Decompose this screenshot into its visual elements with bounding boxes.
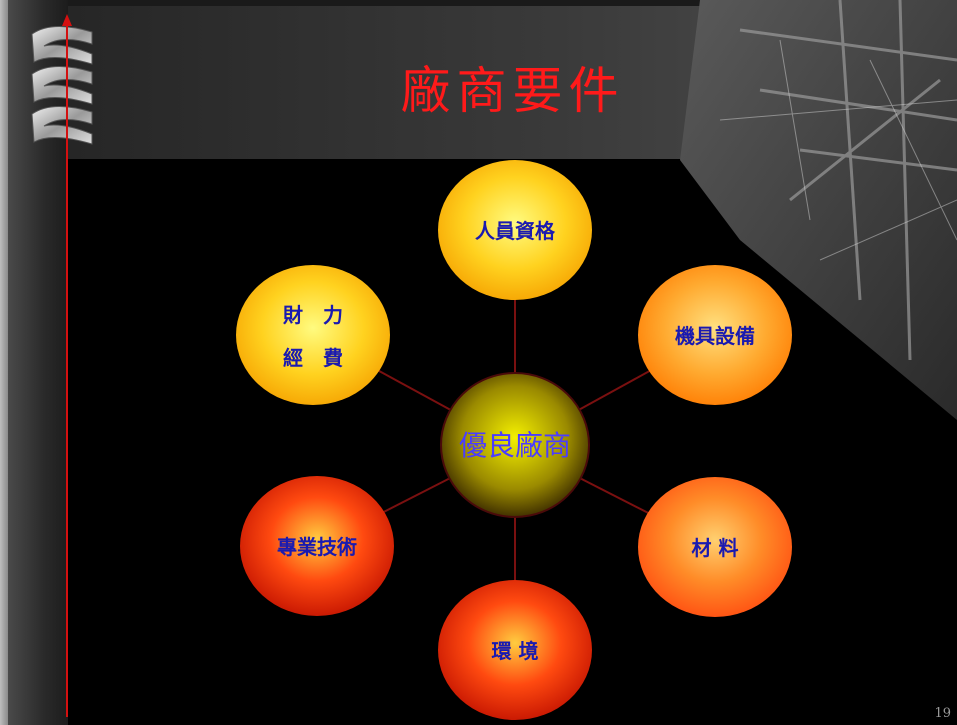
node-center: 優良廠商 — [440, 372, 590, 518]
node-environment: 環 境 — [438, 580, 592, 720]
page-number: 19 — [934, 706, 951, 721]
node-finance: 財 力 經 費 — [236, 265, 390, 405]
center-label: 優良廠商 — [459, 429, 571, 462]
node-equipment: 機具設備 — [638, 265, 792, 405]
node-personnel-label: 人員資格 — [475, 219, 556, 243]
logo-icon — [31, 14, 93, 162]
side-bar — [0, 0, 8, 725]
building-photo — [680, 0, 957, 420]
node-technique: 專業技術 — [240, 476, 394, 616]
node-finance-label-line1: 財 力 — [283, 303, 343, 327]
node-technique-label: 專業技術 — [277, 535, 357, 559]
node-equipment-label: 機具設備 — [675, 324, 755, 348]
node-finance-label-line2: 經 費 — [283, 346, 343, 370]
node-personnel: 人員資格 — [438, 160, 592, 300]
slide-title: 廠商要件 — [400, 62, 625, 120]
node-materials-label: 材 料 — [692, 536, 739, 560]
node-materials: 材 料 — [638, 477, 792, 617]
node-environment-label: 環 境 — [492, 639, 539, 663]
red-axis-line — [66, 22, 68, 717]
header-top-line — [0, 0, 957, 6]
